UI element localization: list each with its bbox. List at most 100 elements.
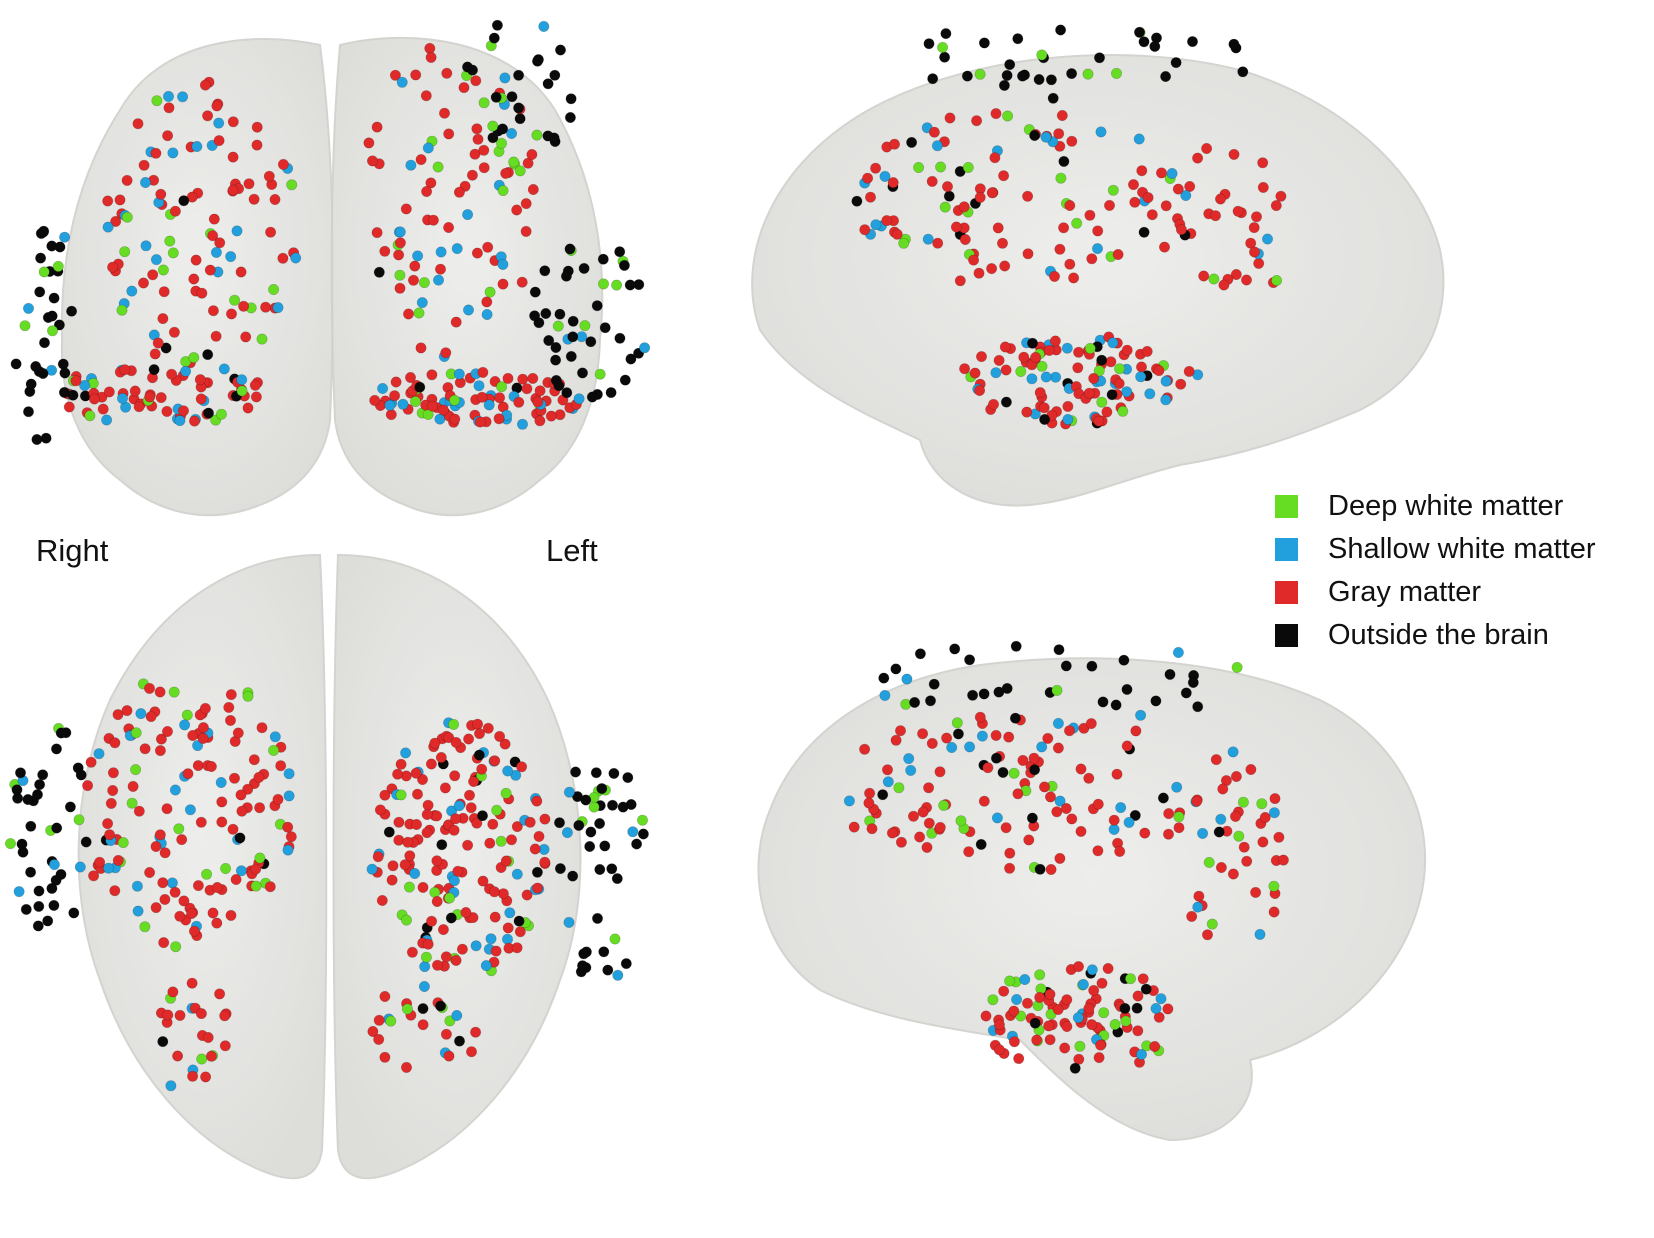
- electrode-dot: [1237, 66, 1249, 78]
- electrode-dot: [1121, 683, 1133, 695]
- electrode-dot: [117, 392, 129, 404]
- electrode-dot: [588, 801, 600, 813]
- electrode-dot: [50, 874, 62, 886]
- electrode-dot: [599, 840, 611, 852]
- electrode-dot: [1110, 699, 1122, 711]
- electrode-dot: [494, 392, 506, 404]
- electrode-dot: [168, 686, 180, 698]
- electrode-dot: [229, 294, 241, 306]
- electrode-dot: [511, 868, 523, 880]
- electrode-dot: [934, 821, 946, 833]
- electrode-dot: [1109, 1018, 1121, 1030]
- electrode-dot: [160, 342, 172, 354]
- electrode-dot: [204, 264, 216, 276]
- electrode-dot: [410, 818, 422, 830]
- electrode-dot: [1149, 1041, 1161, 1053]
- electrode-dot: [196, 287, 208, 299]
- electrode-dot: [614, 246, 626, 258]
- electrode-dot: [513, 69, 525, 81]
- electrode-dot: [502, 765, 514, 777]
- left-hemisphere-label: Left: [546, 533, 598, 568]
- electrode-dot: [485, 933, 497, 945]
- electrode-dot: [64, 801, 76, 813]
- electrode-dot: [172, 1050, 184, 1062]
- electrode-dot: [282, 821, 294, 833]
- electrode-dot: [961, 70, 973, 82]
- electrode-dot: [33, 885, 45, 897]
- electrode-dot: [627, 826, 639, 838]
- electrode-dot: [149, 348, 161, 360]
- electrode-dot: [425, 177, 437, 189]
- electrode-dot: [456, 943, 468, 955]
- electrode-dot: [539, 265, 551, 277]
- electrode-dot: [162, 1009, 174, 1021]
- electrode-dot: [468, 775, 480, 787]
- electrode-dot: [863, 797, 875, 809]
- electrode-dot: [59, 367, 71, 379]
- electrode-dot: [596, 783, 608, 795]
- electrode-dot: [82, 780, 94, 792]
- electrode-dot: [154, 686, 166, 698]
- electrode-dot: [130, 727, 142, 739]
- electrode-dot: [393, 816, 405, 828]
- electrode-dot: [236, 374, 248, 386]
- electrode-dot: [38, 225, 50, 237]
- electrode-dot: [1093, 415, 1105, 427]
- electrode-dot: [483, 399, 495, 411]
- electrode-dot: [1142, 192, 1154, 204]
- electrode-dot: [19, 320, 31, 332]
- electrode-dot: [426, 369, 438, 381]
- electrode-dot: [1170, 57, 1182, 69]
- electrode-dot: [445, 912, 457, 924]
- electrode-dot: [194, 374, 206, 386]
- electrode-dot: [974, 384, 986, 396]
- electrode-dot: [939, 51, 951, 63]
- electrode-dot: [167, 986, 179, 998]
- electrode-dot: [205, 760, 217, 772]
- electrode-dot: [487, 120, 499, 132]
- electrode-dot: [1088, 372, 1100, 384]
- electrode-dot: [94, 856, 106, 868]
- electrode-dot: [1073, 346, 1085, 358]
- electrode-dot: [488, 32, 500, 44]
- electrode-dot: [119, 246, 131, 258]
- electrode-dot: [921, 841, 933, 853]
- electrode-dot: [379, 1051, 391, 1063]
- electrode-dot: [564, 243, 576, 255]
- electrode-dot: [1022, 190, 1034, 202]
- electrode-dot: [1166, 168, 1178, 180]
- electrode-dot: [888, 138, 900, 150]
- electrode-dot: [379, 245, 391, 257]
- electrode-dot: [121, 211, 133, 223]
- electrode-dot: [576, 960, 588, 972]
- electrode-dot: [1033, 74, 1045, 86]
- electrode-dot: [1095, 126, 1107, 138]
- electrode-dot: [998, 79, 1010, 91]
- electrode-dot: [34, 286, 46, 298]
- electrode-dot: [173, 823, 185, 835]
- electrode-dot: [1058, 222, 1070, 234]
- electrode-dot: [482, 241, 494, 253]
- electrode-dot: [599, 322, 611, 334]
- electrode-dot: [63, 401, 75, 413]
- electrode-dot: [52, 260, 64, 272]
- electrode-dot: [1003, 731, 1015, 743]
- electrode-dot: [554, 863, 566, 875]
- electrode-dot: [573, 393, 585, 405]
- electrode-dot: [1052, 717, 1064, 729]
- electrode-dot: [1130, 725, 1142, 737]
- electrode-dot: [394, 282, 406, 294]
- electrode-dot: [565, 93, 577, 105]
- electrode-dot: [1054, 243, 1066, 255]
- electrode-dot: [200, 1071, 212, 1083]
- electrode-dot: [383, 826, 395, 838]
- electrode-dot: [969, 367, 981, 379]
- electrode-dot: [1042, 732, 1054, 744]
- electrode-dot: [1064, 725, 1076, 737]
- electrode-dot: [282, 844, 294, 856]
- electrode-dot: [1248, 222, 1260, 234]
- electrode-dot: [1086, 1019, 1098, 1031]
- electrode-dot: [168, 326, 180, 338]
- electrode-dot: [250, 880, 262, 892]
- electrode-dot: [155, 392, 167, 404]
